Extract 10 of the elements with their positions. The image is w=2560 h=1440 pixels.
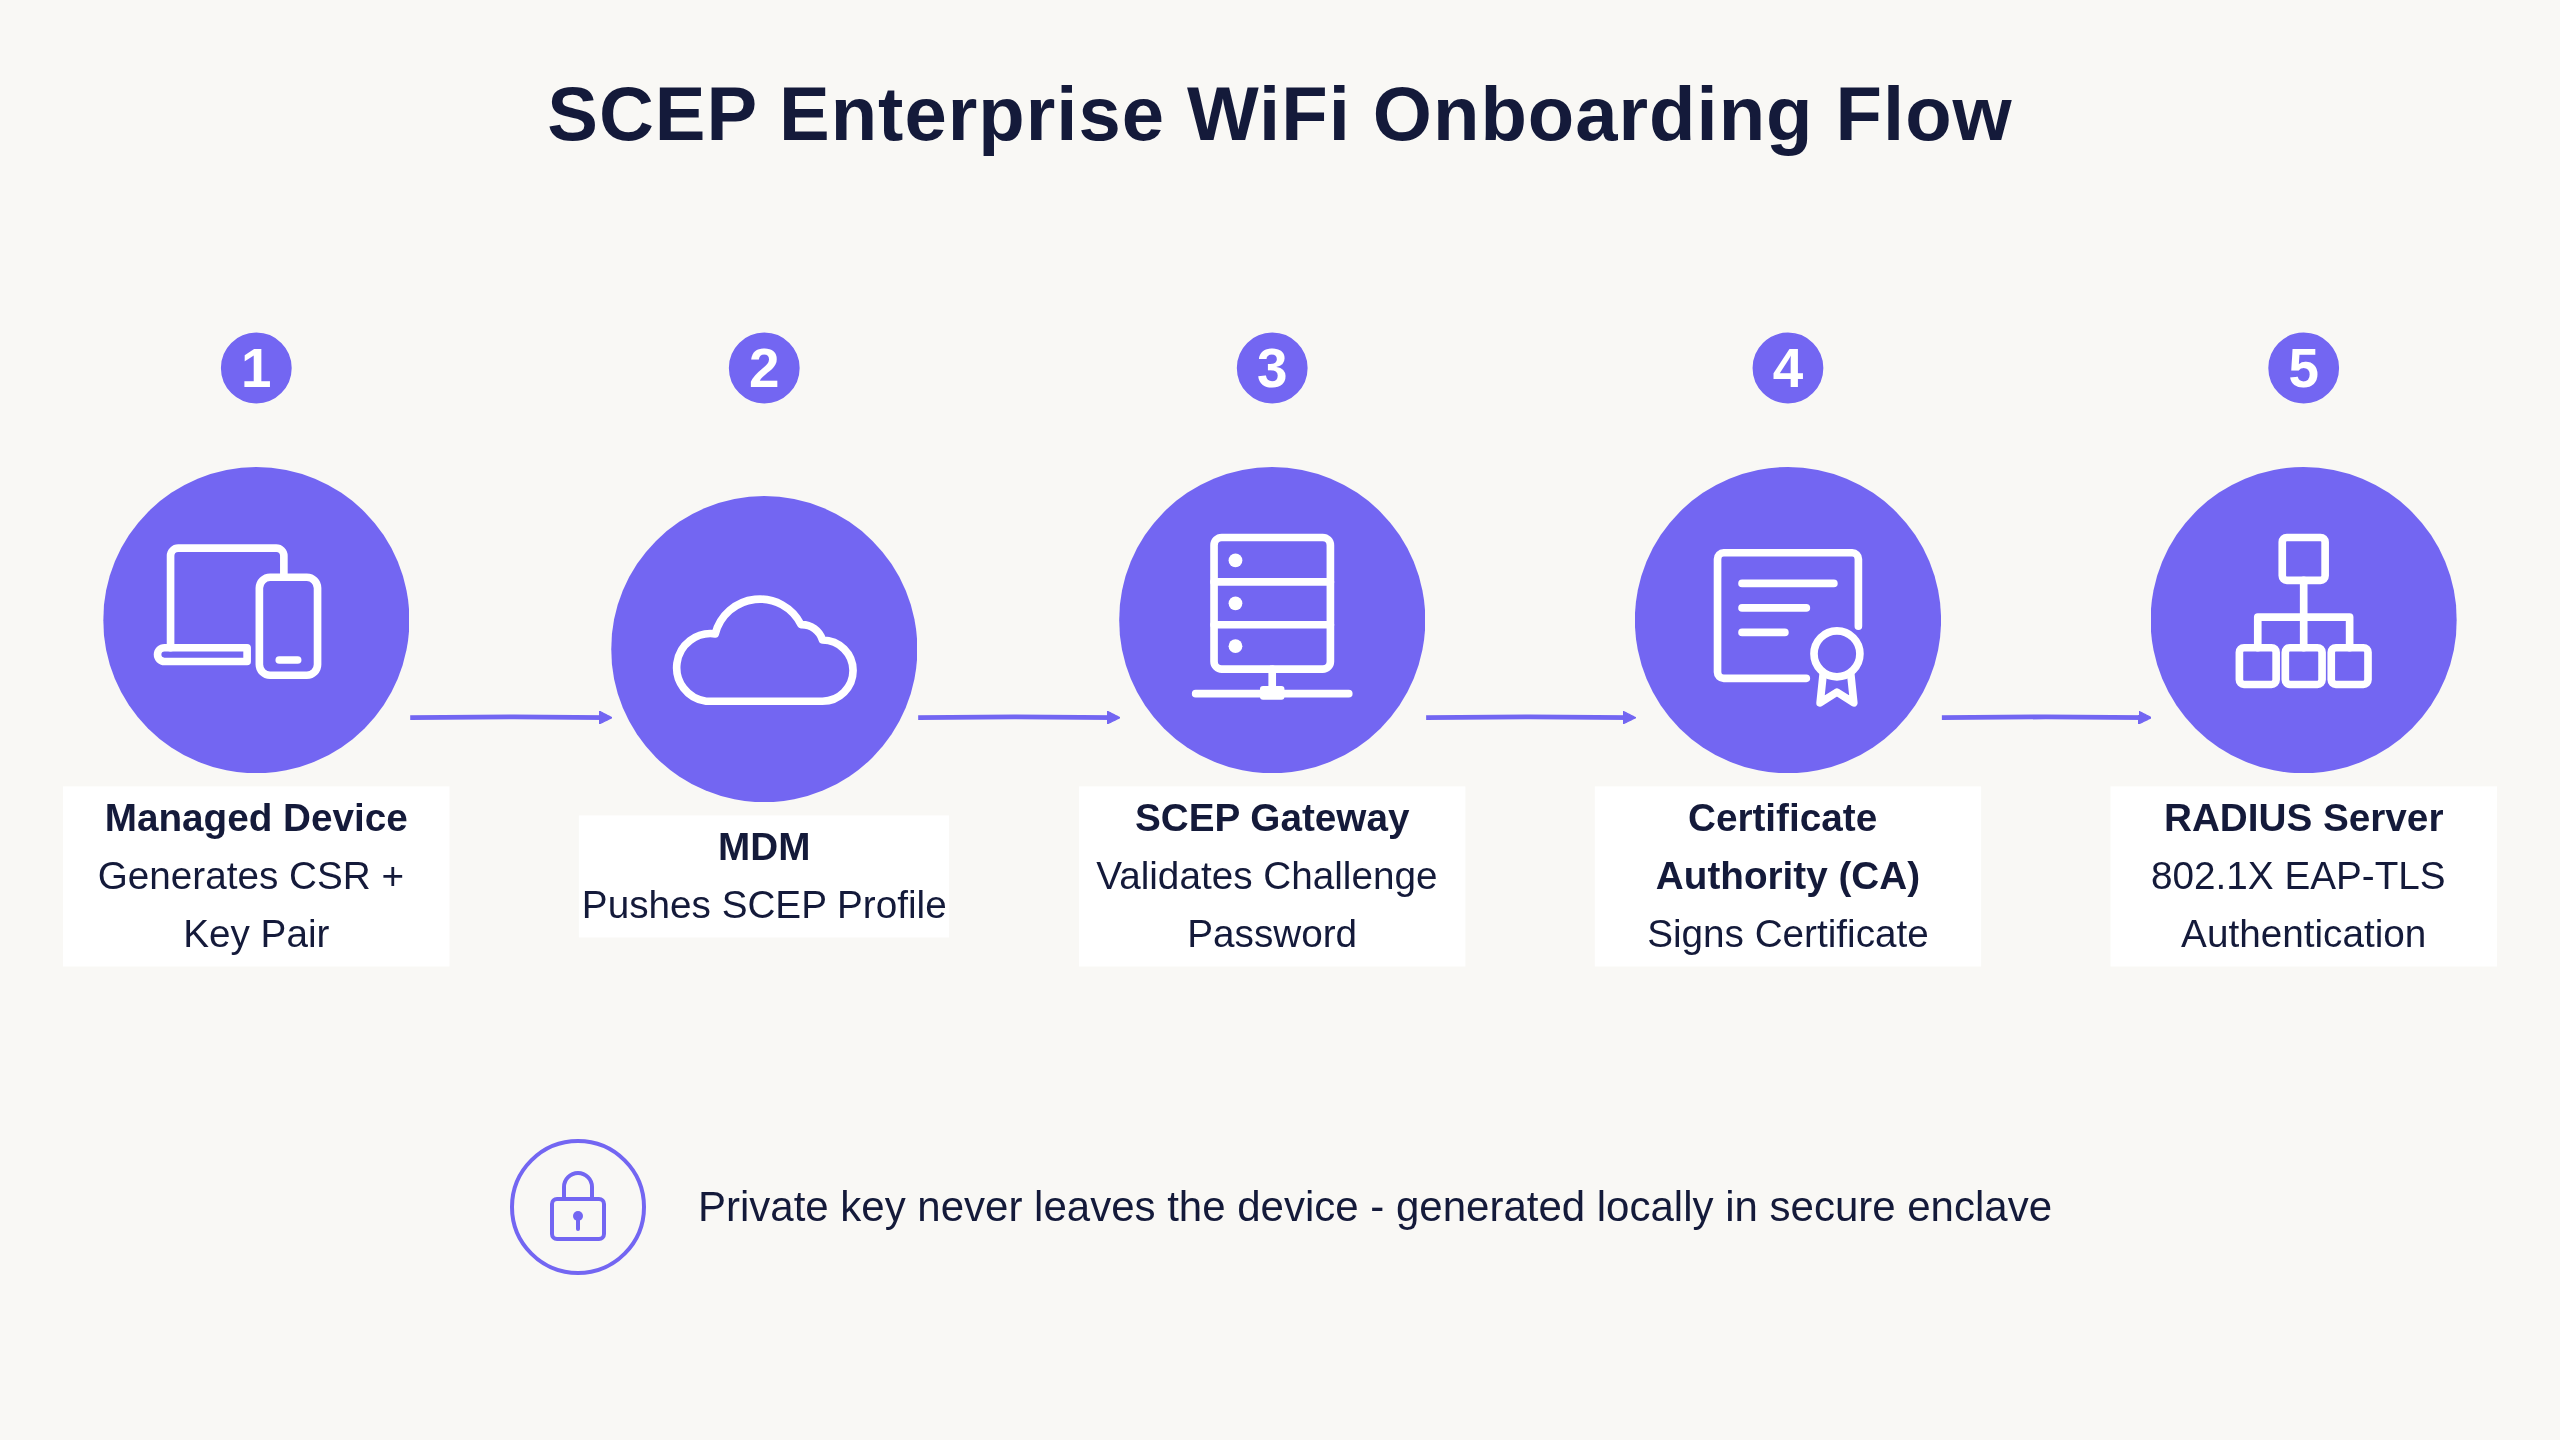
arrow: [1426, 710, 1637, 725]
arrow: [410, 710, 613, 725]
arrow: [918, 710, 1121, 725]
node-circle: 2: [728, 332, 800, 404]
node-circle: 3: [1236, 332, 1308, 404]
node-circle: 5: [2268, 332, 2340, 404]
note-text: Private key never leaves the device - generated locally in secure enclave: [697, 1183, 2053, 1231]
node-circle: 4: [1752, 332, 1824, 404]
node-circle: 1: [220, 332, 292, 404]
title: SCEP Enterprise WiFi Onboarding Flow: [547, 70, 2013, 157]
